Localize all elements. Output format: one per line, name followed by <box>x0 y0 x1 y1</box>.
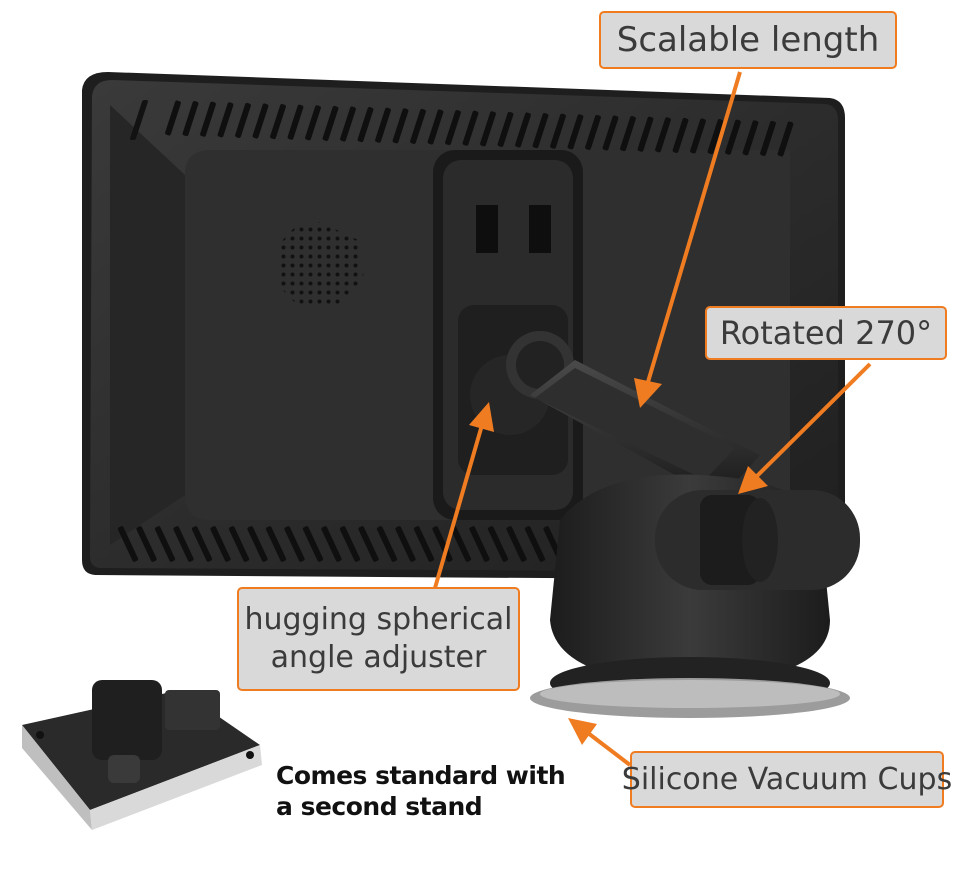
vent-slit <box>410 108 426 144</box>
vent-slit <box>524 526 546 562</box>
vent-slit <box>235 102 251 138</box>
callout-spherical-adjuster-line1: hugging spherical <box>244 602 513 637</box>
vent-slit <box>173 526 194 562</box>
callout-rotated-text: Rotated 270° <box>719 314 933 352</box>
callout-spherical-adjuster: hugging spherical angle adjuster <box>237 587 520 691</box>
vent-slit <box>247 526 268 562</box>
vent-slit <box>210 526 231 562</box>
vent-slit <box>445 110 461 146</box>
vent-slit <box>217 102 234 138</box>
top-vent-slits <box>165 100 794 157</box>
vent-slit <box>154 526 176 562</box>
vent-slit <box>136 526 157 562</box>
vent-slit <box>777 121 794 157</box>
vent-slit <box>760 120 776 156</box>
top-vents <box>130 100 148 140</box>
vent-slit <box>690 118 706 154</box>
callout-silicone-cups-text: Silicone Vacuum Cups <box>621 762 953 797</box>
vent-slit <box>395 526 416 562</box>
vent-slit <box>742 120 759 156</box>
vent-slit <box>200 101 216 137</box>
vent-slit <box>182 101 199 137</box>
vent-slit <box>655 117 671 153</box>
vent-slit <box>375 107 391 143</box>
callout-silicone-cups: Silicone Vacuum Cups <box>622 751 952 808</box>
vent-slit <box>252 103 269 139</box>
vent-slit <box>191 526 213 562</box>
vent-slit <box>165 100 181 136</box>
suction-base <box>530 474 860 718</box>
ball-joint <box>470 331 574 435</box>
vent-slit <box>322 105 339 141</box>
vent-slit <box>620 116 636 152</box>
second-stand <box>22 680 262 830</box>
vent-slit <box>302 526 324 562</box>
vent-slit <box>228 526 250 562</box>
vent-slit <box>265 526 287 562</box>
vent-slit <box>305 105 321 141</box>
vent-slit <box>497 111 514 147</box>
vent-slit <box>357 107 374 143</box>
vent-slit <box>469 526 490 562</box>
vent-slit <box>427 109 444 145</box>
vent-slit <box>340 106 356 142</box>
vent-slit <box>637 116 654 152</box>
vent-slit <box>287 104 304 140</box>
vent-slit <box>339 526 361 562</box>
second-stand-note-line2: a second stand <box>276 792 483 821</box>
vent-slit <box>270 104 286 140</box>
vent-slit <box>321 526 342 562</box>
vent-slit <box>462 110 479 146</box>
vent-slit <box>550 113 566 149</box>
vent-slit <box>506 526 527 562</box>
second-stand-note: Comes standard with a second stand <box>276 760 566 822</box>
vent-slit <box>392 108 409 144</box>
second-stand-note-line1: Comes standard with <box>276 761 566 790</box>
vent-slit <box>602 115 619 151</box>
vent-slit <box>376 526 398 562</box>
telescopic-arm <box>530 360 760 500</box>
vent-slit <box>725 119 741 155</box>
vent-slit <box>358 526 379 562</box>
vent-slit <box>117 526 139 562</box>
vent-slit <box>707 119 724 155</box>
vent-slit <box>532 113 549 149</box>
callout-rotated: Rotated 270° <box>705 306 947 360</box>
vent-slit <box>515 112 531 148</box>
speaker-grill <box>278 222 364 308</box>
mounting-plate <box>433 150 583 520</box>
vent-slit <box>585 114 601 150</box>
vent-slit <box>480 111 496 147</box>
vent-slit <box>567 114 584 150</box>
vent-slit <box>284 526 305 562</box>
callout-spherical-adjuster-line2: angle adjuster <box>270 640 487 675</box>
vent-slit <box>413 526 435 562</box>
callout-scalable-length: Scalable length <box>599 11 897 69</box>
vent-slit <box>672 117 689 153</box>
callout-scalable-length-text: Scalable length <box>616 20 880 60</box>
vent-slit <box>487 526 509 562</box>
vent-slit <box>432 526 453 562</box>
vent-slit <box>450 526 472 562</box>
callout-arrows <box>433 71 872 767</box>
